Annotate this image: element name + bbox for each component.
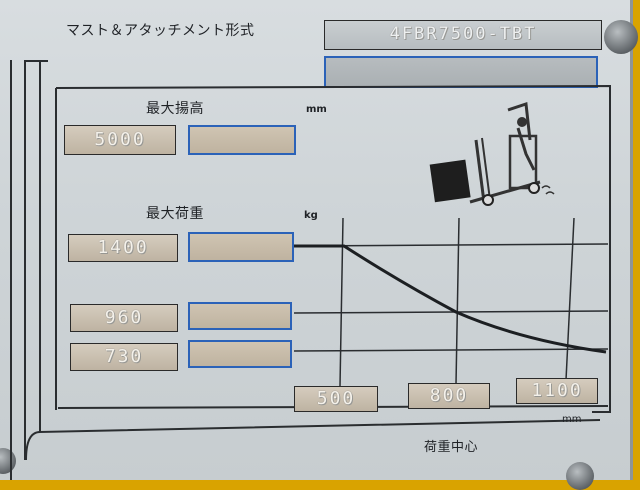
load-blank-field-2	[188, 302, 292, 330]
frame-line	[24, 62, 26, 460]
center-value-3: 1100	[516, 378, 598, 404]
load-value-2: 960	[70, 304, 178, 332]
fork-curve	[25, 431, 41, 461]
grid-line	[339, 217, 344, 387]
grid-line	[293, 310, 609, 314]
center-unit: mm	[562, 414, 582, 425]
max-lift-value: 5000	[64, 125, 176, 155]
grid-line	[455, 217, 460, 385]
chart-frame-top-right	[55, 84, 611, 413]
load-curve	[294, 244, 607, 354]
load-blank-field-3	[188, 340, 292, 368]
frame-line	[10, 60, 12, 480]
rivet-icon	[0, 448, 16, 474]
grid-line	[293, 243, 609, 247]
frame-line	[24, 60, 48, 62]
load-chart	[25, 62, 611, 461]
load-value-3: 730	[70, 343, 178, 371]
mast-attachment-label: マスト＆アタッチメント形式	[66, 23, 255, 39]
mast-model-value: 4FBR7500-TBT	[324, 20, 602, 50]
forklift-icon	[429, 101, 555, 206]
load-blank-field-1	[188, 232, 294, 262]
center-value-1: 500	[294, 386, 378, 412]
load-center-label: 荷重中心	[424, 440, 479, 455]
load-value-1: 1400	[68, 234, 178, 262]
grid-line	[293, 348, 609, 352]
grid-line	[565, 217, 575, 381]
max-load-label: 最大荷重	[146, 206, 204, 222]
center-value-2: 800	[408, 383, 490, 409]
max-lift-unit: mm	[306, 104, 327, 115]
max-lift-blank-field	[188, 125, 296, 155]
mast-blank-field	[324, 56, 598, 88]
max-load-unit: kg	[304, 210, 318, 221]
max-lift-label: 最大揚高	[146, 101, 204, 117]
rivet-icon	[604, 20, 638, 54]
